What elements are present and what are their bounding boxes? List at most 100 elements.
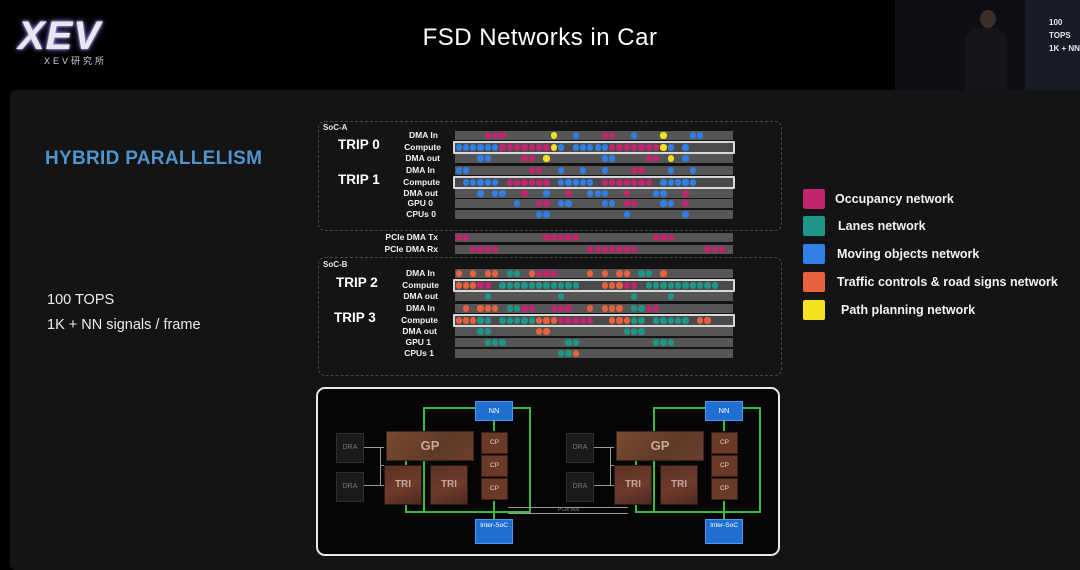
task-block: [484, 293, 492, 300]
row-label: DMA out: [403, 188, 438, 198]
task-block: [667, 234, 674, 241]
task-block: [557, 317, 565, 324]
speaker-video: 100 TOPS 1K + NN: [895, 0, 1080, 92]
task-block: [660, 339, 667, 346]
task-block: [492, 339, 499, 346]
task-block: [572, 339, 579, 346]
task-block: [638, 305, 645, 312]
task-block: [623, 179, 631, 186]
task-block: [543, 282, 550, 289]
task-block: [557, 167, 565, 174]
legend-label: Path planning network: [841, 303, 976, 317]
logo-subtitle: XEV研究所: [44, 56, 108, 66]
task-block: [638, 317, 645, 324]
task-block: [535, 179, 543, 186]
row-label: DMA out: [402, 326, 437, 336]
cpu-chip: CP: [481, 455, 508, 477]
inter-soc-block-left: Inter-SoC: [475, 519, 513, 544]
task-block: [462, 305, 470, 312]
task-block: [660, 200, 667, 207]
task-block: [689, 132, 696, 139]
task-block: [667, 144, 674, 151]
row-label: GPU 1: [405, 337, 431, 347]
task-block: [631, 293, 638, 300]
timeline-bar-cpus-1: [455, 349, 733, 358]
task-block: [543, 328, 550, 335]
task-block: [462, 317, 470, 324]
task-block: [718, 246, 726, 253]
task-block: [506, 305, 514, 312]
task-block: [609, 282, 616, 289]
task-block: [689, 179, 696, 186]
task-block: [660, 317, 667, 324]
task-block: [623, 246, 631, 253]
task-block: [667, 317, 674, 324]
row-label: DMA In: [409, 130, 438, 140]
task-block: [587, 270, 594, 277]
task-block: [484, 132, 492, 139]
cpu-chip: CP: [481, 478, 508, 500]
task-block: [645, 305, 653, 312]
trip1-label: TRIP 1: [338, 172, 380, 187]
task-block: [484, 305, 492, 312]
task-block: [572, 350, 579, 357]
task-block: [579, 317, 587, 324]
task-block: [587, 246, 594, 253]
task-block: [594, 190, 601, 197]
task-block: [601, 190, 609, 197]
dram-chip: DRA: [336, 433, 364, 463]
task-block: [587, 317, 594, 324]
task-block: [514, 305, 521, 312]
task-block: [470, 317, 477, 324]
task-block: [689, 282, 696, 289]
task-block: [645, 270, 653, 277]
legend-swatch: [803, 216, 825, 236]
task-block: [550, 305, 557, 312]
task-block: [506, 282, 514, 289]
task-block: [631, 305, 638, 312]
task-block: [535, 282, 543, 289]
task-block: [462, 282, 470, 289]
row-label: Compute: [403, 177, 440, 187]
task-block: [660, 179, 667, 186]
cpu-chip: CP: [481, 432, 508, 454]
timeline-bar-dma-in-3: [455, 304, 733, 313]
task-block: [623, 211, 631, 218]
task-block: [638, 270, 645, 277]
task-block: [579, 167, 587, 174]
timeline-bar-compute-1: [453, 176, 735, 189]
task-block: [499, 317, 506, 324]
row-label: DMA out: [405, 153, 440, 163]
task-block: [492, 246, 499, 253]
task-block: [506, 270, 514, 277]
task-block: [484, 339, 492, 346]
task-block: [601, 246, 609, 253]
task-block: [477, 305, 484, 312]
task-block: [609, 317, 616, 324]
timeline-bar-gpu-0: [455, 199, 733, 208]
task-block: [631, 282, 638, 289]
timeline-bar-dma-in-0: [455, 131, 733, 140]
task-block: [550, 234, 557, 241]
task-block: [601, 132, 609, 139]
timeline-bar-compute-0: [453, 141, 735, 154]
speaker-head: [980, 10, 996, 28]
task-block: [506, 144, 514, 151]
trip3-label: TRIP 3: [334, 310, 376, 325]
task-block: [499, 144, 506, 151]
task-block: [477, 282, 484, 289]
task-block: [616, 305, 623, 312]
task-block: [506, 179, 514, 186]
signals-line: 1K + NN signals / frame: [47, 317, 201, 333]
task-block: [631, 144, 638, 151]
task-block: [638, 328, 645, 335]
task-block: [565, 200, 572, 207]
task-block: [528, 317, 535, 324]
task-block: [521, 305, 528, 312]
task-block: [601, 167, 609, 174]
task-block: [711, 246, 718, 253]
nn-block-left: NN: [475, 401, 513, 421]
task-block: [609, 305, 616, 312]
task-block: [565, 179, 572, 186]
task-block: [572, 179, 579, 186]
